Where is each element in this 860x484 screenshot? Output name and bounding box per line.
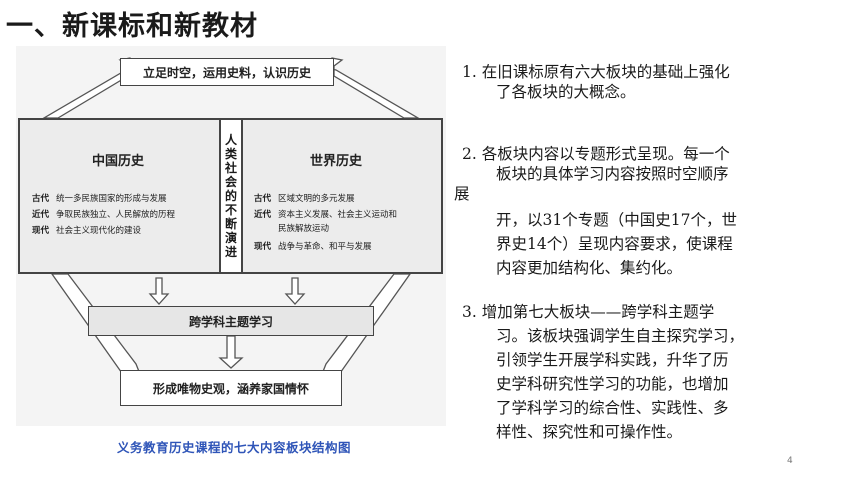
slide-title: 一、新课标和新教材 <box>6 11 258 42</box>
middle-box: 跨学科主题学习 <box>88 306 374 336</box>
row-text: 民族解放运动 <box>278 224 330 234</box>
point-line: 样性、探究性和可操作性。 <box>496 423 683 441</box>
arrow-up-right <box>327 57 421 119</box>
era-label: 近代 <box>32 210 50 220</box>
point-line: 内容更加结构化、集约化。 <box>496 259 683 277</box>
world-row: 民族解放运动 <box>254 223 329 235</box>
point-line: 习。该板块强调学生自主探究学习， <box>496 327 745 345</box>
point-line: 2. 各板块内容以专题形式呈现。每一个 <box>462 145 730 163</box>
point-1: 1. 在旧课标原有六大板块的基础上强化 了各板块的大概念。 <box>462 62 838 102</box>
row-text: 区域文明的多元发展 <box>278 194 355 204</box>
china-row: 现代 社会主义现代化的建设 <box>32 225 141 237</box>
row-text: 统一多民族国家的形成与发展 <box>56 194 167 204</box>
history-content-box: 中国历史 古代 统一多民族国家的形成与发展 近代 争取民族独立、人民解放的历程 … <box>18 118 443 274</box>
page-number: 4 <box>787 456 793 466</box>
arrow-down-to-middle-right <box>284 277 306 305</box>
world-history-title: 世界历史 <box>310 154 363 169</box>
world-row: 现代 战争与革命、和平与发展 <box>254 241 372 253</box>
world-row: 古代 区域文明的多元发展 <box>254 193 355 205</box>
era-label <box>254 223 271 235</box>
bottom-box: 形成唯物史观，涵养家国情怀 <box>120 370 342 406</box>
point-line: 界史14个）呈现内容要求，使课程 <box>496 235 733 253</box>
china-row: 近代 争取民族独立、人民解放的历程 <box>32 209 175 221</box>
point-line: 1. 在旧课标原有六大板块的基础上强化 <box>462 63 730 81</box>
arrow-down-to-bottom <box>218 335 244 369</box>
diagram-caption: 义务教育历史课程的七大内容板块结构图 <box>116 440 351 455</box>
point-line: 板块的具体学习内容按照时空顺序 <box>496 165 729 183</box>
center-column-text: 人类社会的不断演进 <box>225 133 238 259</box>
row-text: 争取民族独立、人民解放的历程 <box>56 210 176 220</box>
top-box: 立足时空，运用史料，认识历史 <box>120 58 334 86</box>
row-text: 战争与革命、和平与发展 <box>278 242 372 252</box>
point-line: 引领学生开展学科实践，升华了历 <box>496 351 729 369</box>
era-label: 古代 <box>254 194 272 204</box>
center-column: 人类社会的不断演进 <box>219 120 243 272</box>
point-2: 2. 各板块内容以专题形式呈现。每一个 板块的具体学习内容按照时空顺序 展 开，… <box>454 144 838 278</box>
point-line: 了各板块的大概念。 <box>496 83 636 101</box>
era-label: 古代 <box>32 194 50 204</box>
point-line: 了学科学习的综合性、实践性、多 <box>496 399 729 417</box>
world-row: 近代 资本主义发展、社会主义运动和 <box>254 209 397 221</box>
point-line: 3. 增加第七大板块——跨学科主题学 <box>462 303 715 321</box>
row-text: 资本主义发展、社会主义运动和 <box>278 210 398 220</box>
point-3: 3. 增加第七大板块——跨学科主题学 习。该板块强调学生自主探究学习， 引领学生… <box>462 302 838 442</box>
point-line: 开，以31个专题（中国史17个，世 <box>496 211 737 229</box>
china-row: 古代 统一多民族国家的形成与发展 <box>32 193 167 205</box>
arrow-down-to-middle-left <box>148 277 170 305</box>
row-text: 社会主义现代化的建设 <box>56 226 142 236</box>
era-label: 现代 <box>32 226 50 236</box>
point-line: 史学科研究性学习的功能，也增加 <box>496 375 729 393</box>
era-label: 现代 <box>254 242 272 252</box>
curriculum-structure-diagram: 立足时空，运用史料，认识历史 中国历史 古代 统一多民族国家的形成与发展 近代 … <box>16 46 446 426</box>
china-history-title: 中国历史 <box>92 154 145 169</box>
era-label: 近代 <box>254 210 272 220</box>
point-line: 展 <box>454 185 470 203</box>
